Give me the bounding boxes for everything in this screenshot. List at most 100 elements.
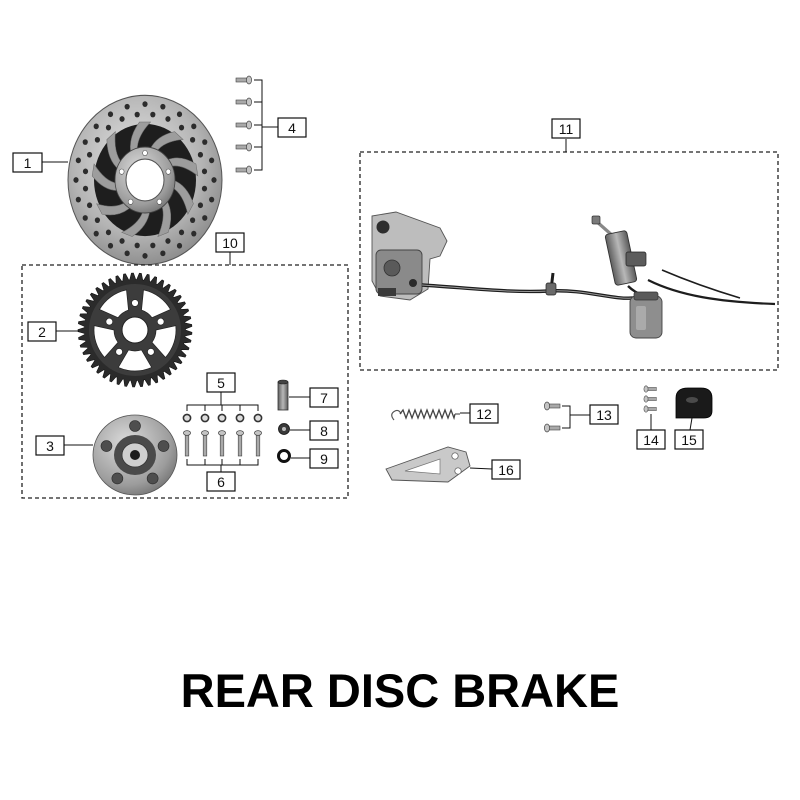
callout-number: 3 [46,438,54,454]
sprocket-windows [93,289,177,372]
disc-hole [82,215,88,221]
callout-14: 14 [636,429,666,450]
callout-number: 11 [559,121,574,137]
disc-hole [160,250,166,257]
hub-lugs [100,420,170,485]
sprocket-window [93,325,119,358]
disc-hole [209,196,215,203]
callout-number: 4 [288,120,296,136]
disc-hole [178,124,185,131]
rubber-pad-icon [675,387,713,419]
small-bolts-icon [643,385,657,413]
spring-coil [399,408,456,421]
disc-hole [176,111,183,118]
disc-hole [211,177,217,183]
washer-icon [235,413,245,423]
disc-hole [202,139,208,145]
disc-hole [82,168,89,175]
bolt-icon [643,385,657,393]
hub-lug [146,472,159,485]
callout-number: 15 [681,432,697,448]
disc-arm [130,121,152,154]
disc-hole [124,250,130,257]
disc-hole [94,217,100,224]
disc-hole [160,103,166,110]
sprocket-bolt-hole [156,317,165,326]
disc-hole [105,124,112,131]
callout-9: 9 [309,448,339,469]
brake-caliper-icon [371,211,448,301]
disc-hole [142,101,148,107]
callout-5: 5 [206,372,236,393]
nut-icon [278,423,290,435]
washer-icon [253,413,263,423]
disc-bolt-hole [119,168,125,175]
hub-center-hole [130,450,140,460]
brake-hose-icon [421,272,635,300]
caliper-bolts-icon [544,401,561,433]
disc-bolt-hole [127,198,134,205]
callout-13: 13 [589,404,619,425]
disc-arm [171,179,194,215]
group-frame-11 [359,151,779,371]
callout-number: 16 [498,462,514,478]
disc-bolts-icon [235,75,252,175]
callout-12: 12 [469,403,499,424]
disc-hole [201,185,208,192]
brake-switch-wire-icon [647,279,776,306]
callout-number: 9 [320,451,328,467]
bolt-icon [218,430,226,457]
bolt-icon [643,395,657,403]
disc-hole [202,215,208,221]
callout-number: 14 [643,432,659,448]
callout-11: 11 [551,118,581,139]
leader-15 [689,417,693,431]
washer-icon [217,413,227,423]
sprocket-window [117,349,153,372]
bolt-icon [201,430,209,457]
disc-hole [134,242,140,249]
heel-guard-icon [385,446,471,483]
disc-hole [75,196,81,203]
brake-disc-icon [67,94,223,266]
disc-bolt-hole [156,198,163,205]
o-ring-icon [277,449,291,463]
master-cylinder-icon [591,215,647,299]
sleeve-icon [277,379,289,411]
disc-arm [157,199,172,238]
disc-arm [91,163,120,191]
disc-hole [197,202,204,209]
disc-hole [93,123,99,130]
disc-hole [82,139,88,145]
bolt-icon [643,405,657,413]
bolt-icon [235,120,252,130]
callout-2: 2 [27,321,57,342]
disc-arm [96,201,132,216]
disc-hole [191,230,197,237]
callout-1: 1 [12,152,43,173]
callout-number: 7 [320,390,328,406]
group-frame-10 [21,264,349,499]
callout-number: 12 [476,406,492,422]
disc-hole [119,116,125,122]
disc-hole [191,123,197,130]
disc-hole [82,185,89,192]
disc-hole [165,116,171,122]
callout-6: 6 [206,471,236,492]
hose-clamp [545,282,557,296]
leader-16 [469,467,493,470]
disc-hole [124,103,130,110]
caliper-pad [378,288,396,296]
bolt-icon [235,75,252,85]
callout-number: 1 [24,155,32,171]
disc-hole [142,253,148,259]
bolt-icon [183,430,191,457]
sprocket-window [98,289,129,319]
sprocket-bolt-hole [147,348,155,356]
spring-icon [391,408,460,421]
caliper-bracket-hole [376,220,390,234]
callout-number: 2 [38,324,46,340]
bolt-icon [236,430,244,457]
disc-hole [209,157,215,164]
callout-number: 13 [596,407,612,423]
